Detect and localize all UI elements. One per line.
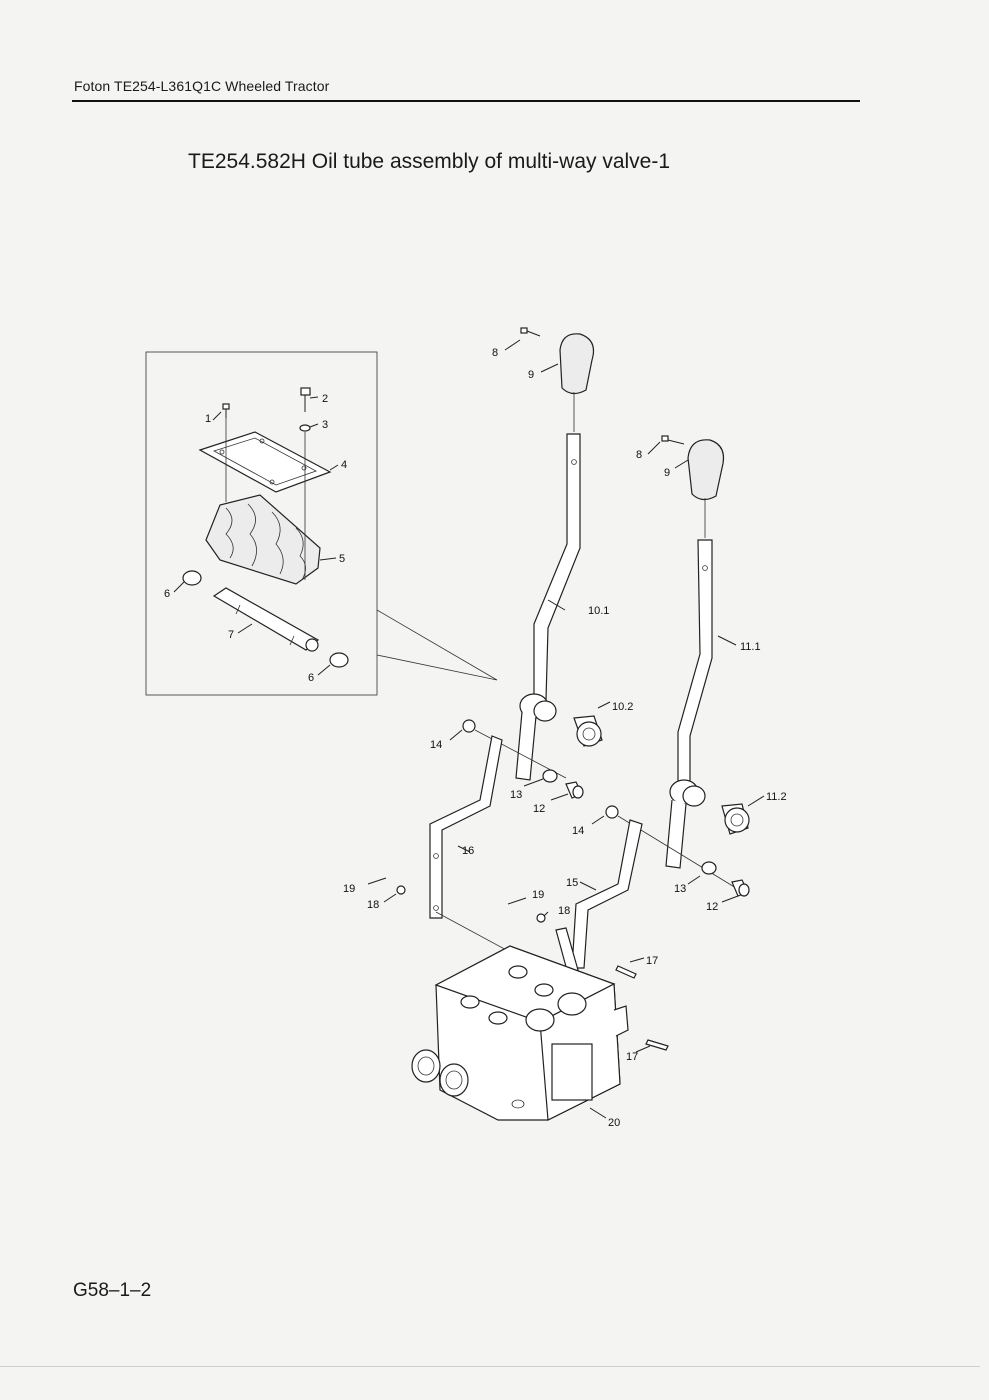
- callout-17: 17: [626, 1051, 638, 1063]
- part-3-washer: [299, 424, 311, 432]
- callout-18: 18: [367, 899, 379, 911]
- part-6-retaining-ring: [182, 570, 202, 586]
- part-18-washer: [396, 885, 406, 895]
- page-title: TE254.582H Oil tube assembly of multi-wa…: [188, 150, 671, 173]
- callout-19: 19: [532, 889, 544, 901]
- callout-4: 4: [341, 459, 347, 471]
- part-15-link: [571, 819, 643, 969]
- callout-13: 13: [510, 789, 522, 801]
- part-2-bolt: [300, 387, 311, 412]
- callout-18: 18: [558, 905, 570, 917]
- part-13-washer: [542, 769, 558, 783]
- part-18-washer: [536, 913, 546, 923]
- bottom-edge-line: [0, 1366, 980, 1367]
- header-divider: [72, 100, 860, 102]
- part-10-1-lever-arm: [533, 433, 581, 701]
- document-header: Foton TE254-L361Q1C Wheeled Tractor: [74, 78, 330, 94]
- callout-labels: 1 2 3 4 5 6 7 6 8 9 10.1 10.2 14 13 12 8…: [164, 347, 787, 1129]
- callout-8: 8: [492, 347, 498, 359]
- callout-17: 17: [646, 955, 658, 967]
- callout-9: 9: [528, 369, 534, 381]
- inset-frame: [145, 351, 378, 696]
- callout-8: 8: [636, 449, 642, 461]
- callout-10-2: 10.2: [612, 701, 633, 713]
- callout-12: 12: [706, 901, 718, 913]
- callout-13: 13: [674, 883, 686, 895]
- callout-6: 6: [164, 588, 170, 600]
- part-14-nut: [462, 719, 476, 733]
- callout-11-2: 11.2: [766, 791, 787, 803]
- part-1-screw: [222, 403, 230, 418]
- part-14-nut: [605, 805, 619, 819]
- part-12-bolt: [731, 879, 750, 897]
- callout-7: 7: [228, 629, 234, 641]
- part-6-retaining-ring: [329, 652, 349, 668]
- part-11-1-lever-arm: [677, 539, 713, 791]
- part-12-bolt: [565, 781, 584, 799]
- part-9-knob: [559, 333, 595, 395]
- part-5-rubber-boot: [205, 418, 321, 585]
- part-9-knob: [687, 439, 725, 501]
- part-4-cover-plate: [198, 431, 332, 493]
- part-11-2-bushing: [721, 803, 750, 835]
- callout-1: 1: [205, 413, 211, 425]
- part-8-screw: [661, 435, 685, 445]
- fasteners-left: [462, 719, 584, 799]
- callout-12: 12: [533, 803, 545, 815]
- page-code: G58–1–2: [73, 1280, 152, 1301]
- part-16-link: [429, 735, 503, 919]
- callout-5: 5: [339, 553, 345, 565]
- callout-14: 14: [430, 739, 442, 751]
- part-20-valve-body: [411, 945, 629, 1121]
- callout-6: 6: [308, 672, 314, 684]
- part-17-pin: [615, 965, 637, 979]
- callout-2: 2: [322, 393, 328, 405]
- part-19-pin: [367, 877, 527, 905]
- callout-14: 14: [572, 825, 584, 837]
- leader-lines: [383, 339, 765, 1119]
- part-17-pin: [645, 1039, 669, 1051]
- part-8-screw: [520, 327, 541, 337]
- callout-19: 19: [343, 883, 355, 895]
- inset-pointer: [376, 609, 498, 681]
- lever-assembly-right: [661, 435, 750, 869]
- callout-16: 16: [462, 845, 474, 857]
- part-7-pin: [212, 587, 320, 652]
- callout-20: 20: [608, 1117, 620, 1129]
- part-10-2-bushing: [573, 715, 603, 747]
- callout-11-1: 11.1: [740, 641, 761, 653]
- lever-assembly-left: [515, 327, 603, 781]
- callout-15: 15: [566, 877, 578, 889]
- part-13-washer: [701, 861, 717, 875]
- callout-9: 9: [664, 467, 670, 479]
- callout-3: 3: [322, 419, 328, 431]
- callout-10-1: 10.1: [588, 605, 609, 617]
- inset-detail: [145, 351, 498, 696]
